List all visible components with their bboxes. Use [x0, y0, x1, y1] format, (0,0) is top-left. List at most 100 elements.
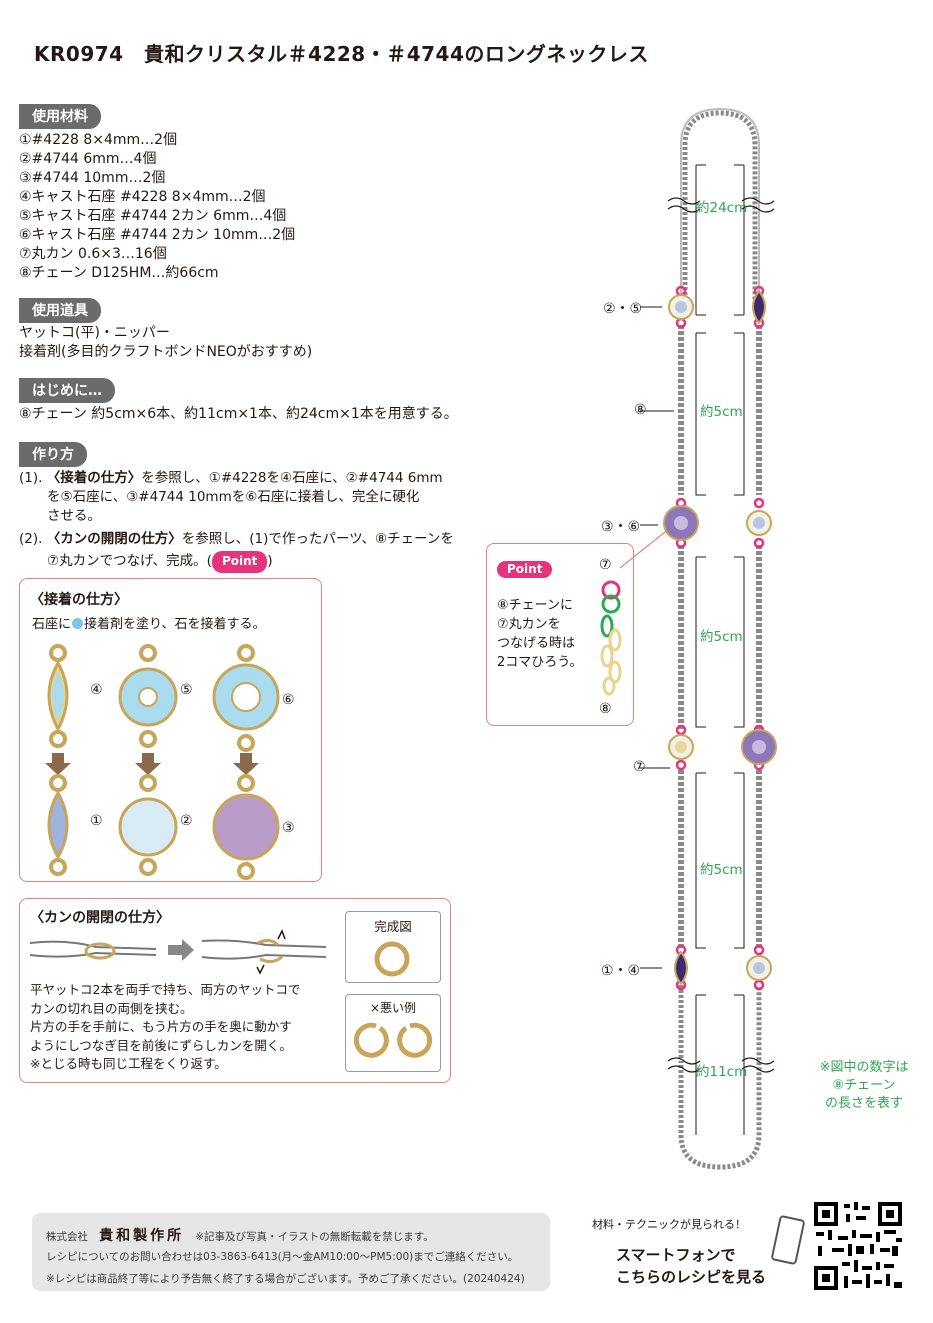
bad-example-box: ×悪い例	[345, 994, 441, 1072]
glue-heading: 〈接着の仕方〉	[30, 592, 128, 608]
arrow-down-icon	[135, 753, 161, 775]
setting-6-icon	[212, 644, 280, 752]
finished-2-icon	[118, 774, 178, 876]
label-6: ⑥	[282, 692, 295, 708]
material-item: ①#4228 8×4mm…2個	[19, 132, 178, 148]
label-4: ④	[90, 682, 103, 698]
point-label: Point	[497, 561, 553, 578]
qr-code-icon[interactable]	[812, 1200, 904, 1292]
point-top-num: ⑦	[599, 557, 612, 573]
glue-desc-text: 石座に	[32, 617, 72, 632]
step-number: (1).	[19, 470, 43, 486]
bad-ring-icon	[353, 1022, 433, 1058]
ring-desc-line: 平ヤットコ2本を両手で持ち、両方のヤットコで	[30, 982, 301, 997]
stone-3-icon	[741, 729, 777, 765]
chain-ring-illustration	[600, 580, 622, 696]
green-ring-icon	[601, 594, 621, 614]
glue-instructions-box: 〈接着の仕方〉 石座に接着剤を塗り、石を接着する。	[19, 578, 322, 882]
callout-2-5: ②・⑤	[603, 301, 643, 317]
arrow-down-icon	[45, 753, 71, 775]
step-ref-glue: 〈接着の仕方〉	[46, 470, 142, 486]
stone-2-icon	[746, 955, 772, 981]
ring-instructions-box: 〈カンの開閉の仕方〉 平ヤットコ2本を両手で持ち、両方のヤットコで カンの切れ目…	[19, 898, 451, 1083]
step-text: させる。	[47, 508, 101, 524]
arrow-right-icon	[168, 939, 194, 961]
copyright-notice: ※記事及び写真・イラストの無断転載を禁じます。	[195, 1231, 434, 1243]
complete-label: 完成図	[374, 919, 412, 934]
diagram-note: ※図中の数字は ⑧チェーン の長さを表す	[812, 1059, 916, 1113]
point-text: ⑧チェーンに ⑦丸カンを つなげる時は 2コマひろう。	[497, 596, 583, 672]
material-item: ⑥キャスト石座 #4744 2カン 10mm…2個	[19, 227, 296, 243]
length-label-5cm: 約5cm	[700, 629, 743, 645]
setting-5-icon	[118, 644, 178, 748]
intro-text: ⑧チェーン 約5cm×6本、約11cm×1本、約24cm×1本を用意する。	[19, 406, 458, 422]
page-title: KR0974 貴和クリスタル＃4228・＃4744のロングネックレス	[34, 42, 649, 66]
label-1: ①	[90, 813, 103, 829]
footer-company-line: 株式会社 貴和製作所 ※記事及び写真・イラストの無断転載を禁じます。	[46, 1225, 434, 1245]
length-label-5cm: 約5cm	[700, 862, 743, 878]
open-ring-icon	[257, 938, 280, 947]
tool-item: ヤットコ(平)・ニッパー	[19, 325, 170, 341]
steps-list: (1). 〈接着の仕方〉を参照し、①#4228を④石座に、②#4744 6mm …	[19, 469, 459, 573]
material-item: ⑦丸カン 0.6×3…16個	[19, 246, 167, 262]
point-bottom-num: ⑧	[599, 701, 612, 717]
tools-list: ヤットコ(平)・ニッパー 接着剤(多目的クラフトボンドNEOがおすすめ)	[19, 324, 312, 362]
company-name: 貴和製作所	[99, 1228, 185, 1244]
step-number: (2).	[19, 531, 43, 547]
glue-dot-icon	[72, 618, 84, 629]
material-item: ⑤キャスト石座 #4744 2カン 6mm…4個	[19, 208, 287, 224]
length-label-11cm: 約11cm	[696, 1064, 748, 1080]
glue-description: 石座に接着剤を塗り、石を接着する。	[32, 613, 266, 632]
finished-1-icon	[47, 774, 69, 876]
stone-1-icon	[674, 950, 688, 986]
label-2: ②	[180, 813, 193, 829]
materials-heading: 使用材料	[19, 104, 101, 129]
diagram-note-line: ⑧チェーン	[832, 1078, 896, 1093]
step-text: を参照し、①#4228を④石座に、②#4744 6mm	[141, 470, 443, 486]
qr-line-2: こちらのレシピを見る	[616, 1268, 767, 1286]
stone-2-icon	[668, 294, 694, 320]
necklace-diagram	[640, 107, 777, 1170]
callout-7: ⑦	[633, 759, 646, 775]
ring-open-illustration	[29, 929, 327, 975]
stone-3-icon	[663, 505, 699, 541]
step-ref-ring: 〈カンの開閉の仕方〉	[46, 531, 182, 547]
setting-4-icon	[47, 644, 69, 748]
step-text: ⑦丸カンでつなげ、完成。(Point)	[19, 551, 459, 573]
end-notice: ※レシピは商品終了等により予告無く終了する場合がございます。予めご了承ください。…	[46, 1273, 525, 1285]
point-box: Point ⑧チェーンに ⑦丸カンを つなげる時は 2コマひろう。 ⑦ ⑧	[486, 543, 634, 726]
arrow-down-icon	[233, 753, 259, 775]
jump-ring-icon	[84, 942, 116, 960]
callout-8: ⑧	[634, 402, 647, 418]
tools-heading: 使用道具	[19, 298, 101, 323]
pink-ring-icon	[601, 580, 621, 600]
length-label-24cm: 約24cm	[696, 200, 748, 216]
ring-heading: 〈カンの開閉の仕方〉	[30, 910, 170, 926]
ring-desc-line: ようにしつなぎ目を前後にずらしカンを開く。	[30, 1037, 292, 1053]
complete-figure-box: 完成図	[345, 911, 441, 983]
company-prefix: 株式会社	[46, 1231, 88, 1243]
stone-1-icon	[752, 289, 766, 325]
arrow-up-icon	[277, 929, 286, 940]
material-item: ④キャスト石座 #4228 8×4mm…2個	[19, 189, 266, 205]
smartphone-icon	[771, 1215, 805, 1265]
callout-1-4: ①・④	[601, 963, 641, 979]
material-item: ②#4744 6mm…4個	[19, 151, 157, 167]
footer: 株式会社 貴和製作所 ※記事及び写真・イラストの無断転載を禁じます。 レシピにつ…	[32, 1213, 550, 1291]
step-text: を⑤石座に、③#4744 10mmを⑥石座に接着し、完全に硬化	[47, 489, 420, 505]
step-text: を参照し、(1)で作ったパーツ、⑧チェーンを	[181, 531, 454, 547]
ring-description: 平ヤットコ2本を両手で持ち、両方のヤットコで カンの切れ目の両側を挟む。 片方の…	[30, 981, 300, 1074]
point-text-line: ⑧チェーンに	[497, 598, 574, 613]
materials-list: ①#4228 8×4mm…2個 ②#4744 6mm…4個 ③#4744 10m…	[19, 131, 295, 283]
point-text-line: ⑦丸カンを	[497, 617, 561, 632]
label-3: ③	[282, 820, 295, 836]
stone-2-icon	[668, 734, 694, 760]
length-label-5cm: 約5cm	[700, 404, 743, 420]
point-badge: Point	[211, 551, 268, 573]
intro-heading: はじめに…	[19, 378, 115, 403]
point-text-line: つなげる時は	[497, 636, 576, 651]
qr-line-1: スマートフォンで	[616, 1246, 736, 1264]
callout-3-6: ③・⑥	[601, 519, 641, 535]
diagram-note-line: の長さを表す	[824, 1096, 903, 1111]
material-item: ③#4744 10mm…2個	[19, 170, 166, 186]
